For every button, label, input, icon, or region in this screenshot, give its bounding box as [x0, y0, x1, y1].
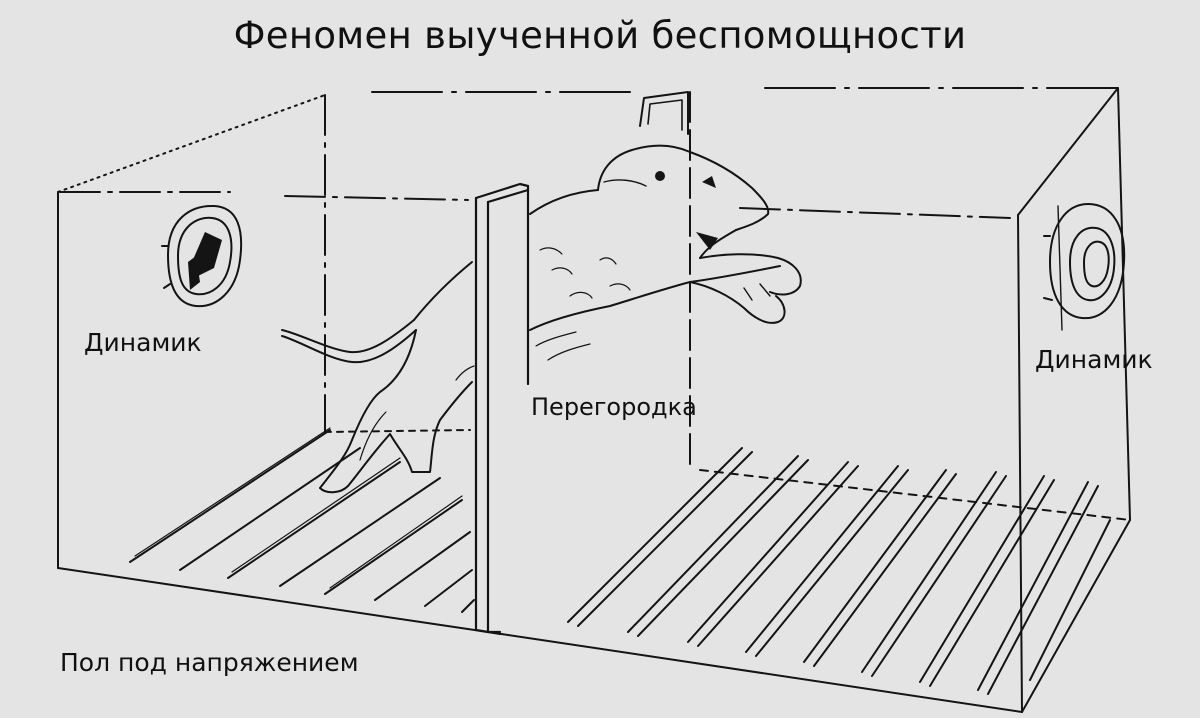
floor-grid-left: [130, 428, 474, 612]
partition-label: Перегородка: [531, 393, 697, 421]
speaker-left: [162, 206, 241, 306]
speaker-right-label: Динамик: [1035, 345, 1153, 374]
speaker-right: [1044, 204, 1124, 330]
electrified-floor-label: Пол под напряжением: [60, 648, 359, 677]
page-title: Феномен выученной беспомощности: [0, 14, 1200, 57]
speaker-left-label: Динамик: [84, 328, 202, 357]
